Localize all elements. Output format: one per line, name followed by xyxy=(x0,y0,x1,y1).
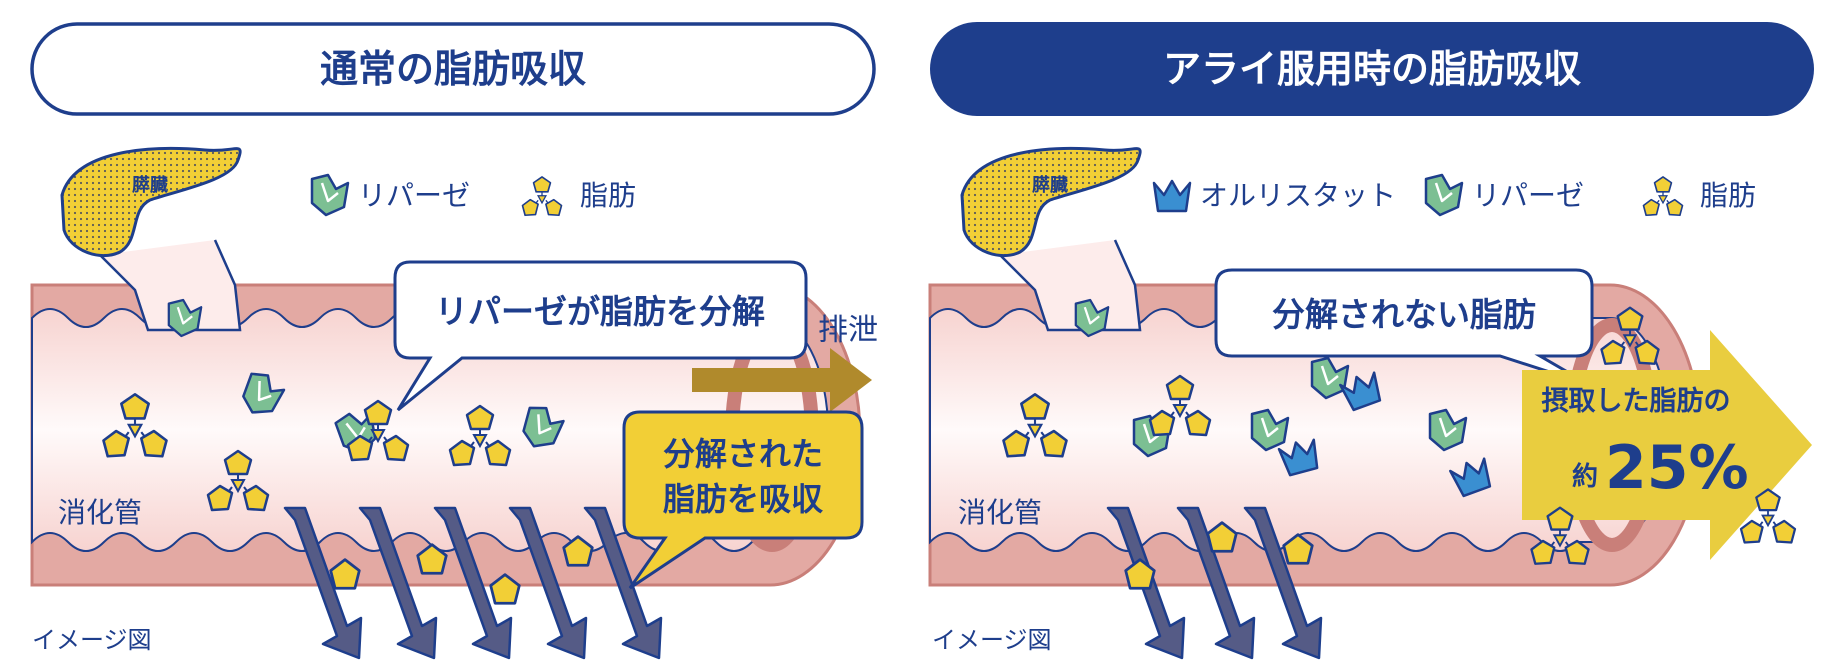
left-pancreas-label: 膵臓 xyxy=(131,174,168,196)
right-caption: イメージ図 xyxy=(932,626,1052,654)
right-legend-lipase-label: リパーゼ xyxy=(1472,179,1584,212)
left-panel: 通常の脂肪吸収 膵臓 リパーゼ 脂肪 リパーゼが脂肪を xyxy=(30,22,878,660)
right-pancreas xyxy=(960,146,1142,258)
big-arrow-value: 25% xyxy=(1605,433,1749,503)
absorb-text-line2: 脂肪を吸収 xyxy=(663,480,823,518)
left-speech-bubble: リパーゼが脂肪を分解 xyxy=(393,260,808,412)
left-title: 通常の脂肪吸収 xyxy=(320,47,586,91)
big-arrow-prefix: 約 xyxy=(1572,461,1598,492)
absorb-text-line1: 分解された xyxy=(663,435,823,473)
left-legend-fat-label: 脂肪 xyxy=(580,179,636,212)
right-title-pill xyxy=(930,22,1814,116)
right-legend-fat-label: 脂肪 xyxy=(1700,179,1756,212)
left-legend-fat-icon xyxy=(521,176,563,217)
right-tube-label: 消化管 xyxy=(958,496,1042,529)
right-pancreas-label: 膵臓 xyxy=(1031,174,1068,196)
right-legend-orlistat-icon xyxy=(1152,179,1192,213)
right-legend-orlistat-label: オルリスタット xyxy=(1200,179,1396,212)
right-legend-lipase-icon xyxy=(1424,173,1464,217)
left-title-pill xyxy=(30,22,876,116)
left-tube-label: 消化管 xyxy=(58,496,142,529)
right-panel: アライ服用時の脂肪吸収 膵臓 オルリスタット リパーゼ 脂肪 xyxy=(928,22,1814,660)
left-legend-lipase-label: リパーゼ xyxy=(358,179,470,212)
right-speech-text: 分解されない脂肪 xyxy=(1272,295,1536,334)
left-absorb-bubble: 分解された 脂肪を吸収 xyxy=(622,410,864,590)
excretion-label: 排泄 xyxy=(818,313,878,348)
excretion-arrow xyxy=(692,348,872,412)
left-legend-lipase-icon xyxy=(310,173,350,217)
left-pancreas xyxy=(60,146,242,258)
left-caption: イメージ図 xyxy=(32,626,152,654)
big-arrow-line1: 摂取した脂肪の xyxy=(1542,386,1731,417)
left-speech-text: リパーゼが脂肪を分解 xyxy=(435,292,765,331)
right-title: アライ服用時の脂肪吸収 xyxy=(1163,47,1581,91)
excretion-big-arrow xyxy=(1522,330,1812,560)
right-legend-fat-icon xyxy=(1642,176,1684,217)
